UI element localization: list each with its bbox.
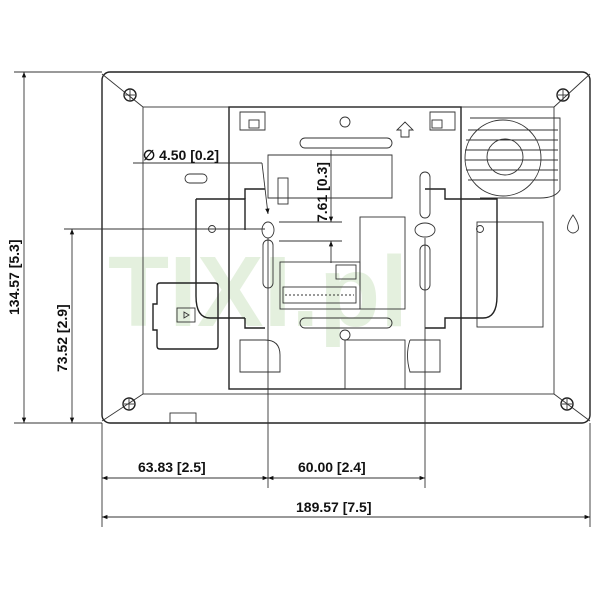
sd-card-slot <box>152 282 219 350</box>
sd-card-icon <box>176 307 196 323</box>
connector <box>335 264 357 280</box>
speaker-grille-icon <box>464 117 561 199</box>
dimension-label: 60.00 [2.4] <box>298 459 366 475</box>
label-area <box>476 221 544 328</box>
watermark: TIXI.pl <box>108 236 408 348</box>
dimension-label: 63.83 [2.5] <box>138 459 206 475</box>
dimension-label: 189.57 [7.5] <box>296 499 372 515</box>
dimension-hole-offset: 7.61 [0.3] <box>279 150 342 263</box>
dimension-label: ∅ 4.50 [0.2] <box>143 147 219 163</box>
up-arrow-icon <box>395 121 415 138</box>
dimension-height-mount: 73.52 [2.9] <box>54 228 265 423</box>
dimension-hole-diameter: ∅ 4.50 [0.2] <box>133 147 270 215</box>
dimension-label: 134.57 [5.3] <box>6 240 22 316</box>
dimension-label: 73.52 [2.9] <box>54 304 70 372</box>
dimension-label: 7.61 [0.3] <box>314 162 330 222</box>
dimension-widths: 63.83 [2.5] 60.00 [2.4] 189.57 [7.5] <box>101 238 591 527</box>
drop-icon <box>567 214 579 234</box>
screw-icon <box>122 88 574 411</box>
mounting-plate <box>195 106 498 390</box>
dimension-height-total: 134.57 [5.3] <box>6 71 102 424</box>
